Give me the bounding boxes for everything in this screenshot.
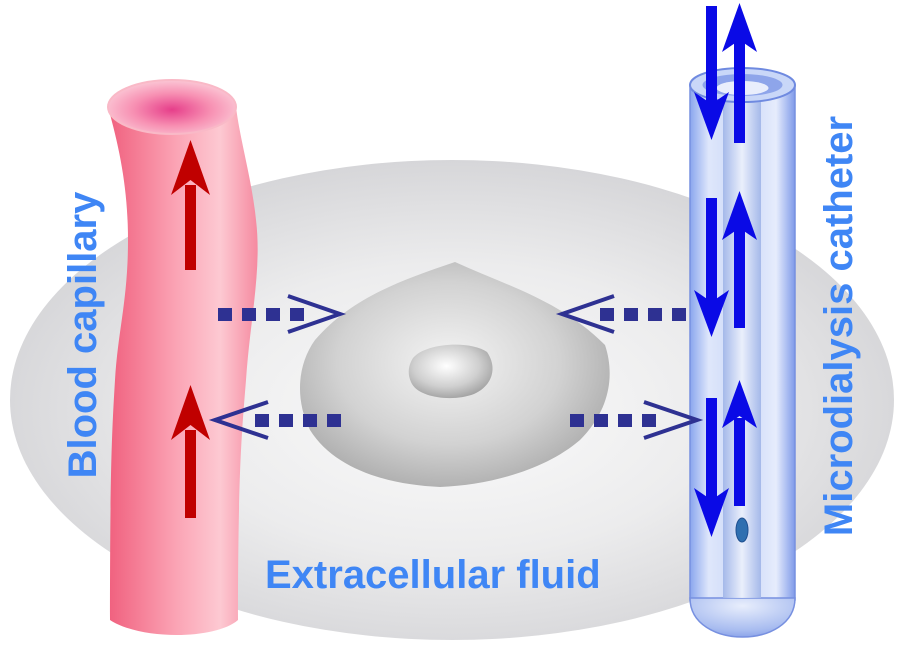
label-extracellular-fluid: Extracellular fluid [265,553,601,597]
diffusion-arrow-cell-to-capillary [208,400,341,440]
catheter-flow-arrows-down [694,6,729,537]
capillary-flow-arrow-lower [171,385,210,518]
diffusion-arrow-catheter-to-cell [555,294,686,334]
catheter-outlet-hole [735,517,749,543]
capillary-flow-arrow-upper [171,140,210,270]
label-microdialysis-catheter: Microdialysis catheter [817,116,861,536]
catheter-flow-arrows-up [722,3,757,506]
diffusion-arrow-cell-to-catheter [570,400,704,440]
blood-capillary-opening [107,79,237,135]
cell-nucleus [408,344,493,399]
diffusion-arrow-capillary-to-cell [218,294,347,334]
microdialysis-catheter [689,67,796,638]
label-blood-capillary: Blood capillary [61,191,105,478]
blood-capillary-tube [108,107,258,635]
